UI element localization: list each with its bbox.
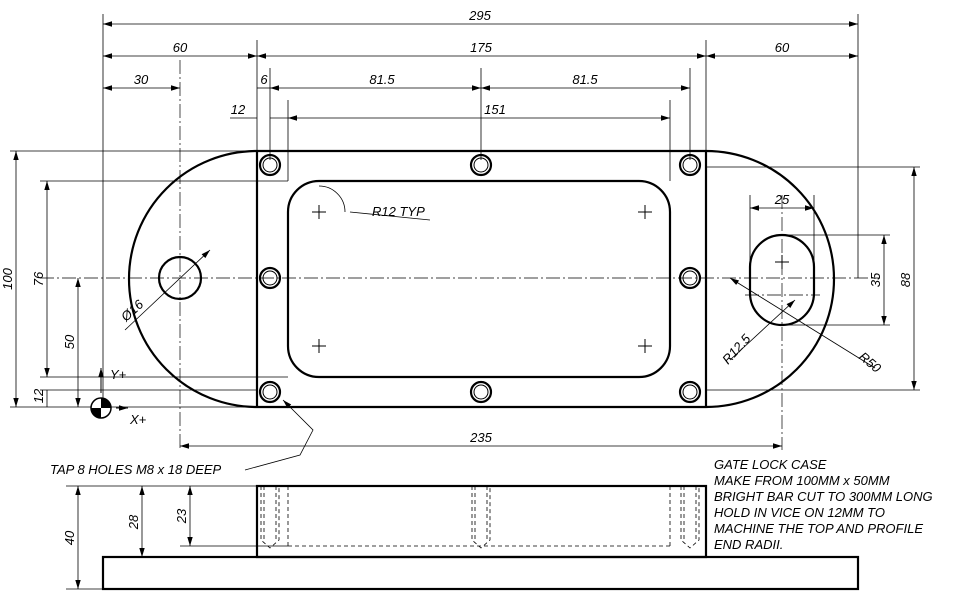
dim-295: 295 bbox=[468, 8, 491, 23]
hidden-tapped-hole bbox=[471, 486, 491, 549]
dim-40: 40 bbox=[62, 530, 77, 545]
hidden-tapped-hole bbox=[260, 486, 280, 549]
dim-r12-5: R12.5 bbox=[719, 331, 754, 367]
machining-notes: GATE LOCK CASE MAKE FROM 100MM x 50MM BR… bbox=[714, 457, 933, 552]
dim-12-top: 12 bbox=[231, 102, 246, 117]
dim-100: 100 bbox=[0, 267, 15, 289]
dim-60-left: 60 bbox=[173, 40, 188, 55]
dim-81-5-left: 81.5 bbox=[369, 72, 395, 87]
dim-151: 151 bbox=[484, 102, 506, 117]
pocket-corner-marks bbox=[312, 205, 789, 353]
note-line-3: BRIGHT BAR CUT TO 300MM LONG bbox=[714, 489, 933, 504]
dim-25: 25 bbox=[774, 192, 790, 207]
dim-12-left: 12 bbox=[31, 388, 46, 403]
tapped-hole bbox=[678, 380, 702, 404]
tapped-hole bbox=[469, 380, 493, 404]
dim-23: 23 bbox=[174, 508, 189, 524]
dim-81-5-right: 81.5 bbox=[572, 72, 598, 87]
dim-r12-typ: R12 TYP bbox=[372, 204, 425, 219]
dim-76: 76 bbox=[31, 271, 46, 286]
dim-60-right: 60 bbox=[775, 40, 790, 55]
tapped-holes bbox=[258, 153, 702, 404]
dim-r50: R50 bbox=[856, 349, 885, 376]
dim-88: 88 bbox=[898, 272, 913, 287]
dimension-geometry bbox=[10, 14, 920, 471]
plan-view bbox=[40, 60, 880, 450]
note-line-4: HOLD IN VICE ON 12MM TO bbox=[714, 505, 885, 520]
side-body bbox=[255, 484, 708, 559]
tap-holes-callout: TAP 8 HOLES M8 x 18 DEEP bbox=[50, 462, 222, 477]
side-view bbox=[66, 484, 860, 591]
dim-diameter-16: Ø16 bbox=[117, 296, 147, 325]
pocket bbox=[286, 179, 672, 379]
dim-6: 6 bbox=[260, 72, 268, 87]
note-line-5: MACHINE THE TOP AND PROFILE bbox=[714, 521, 923, 536]
dim-30: 30 bbox=[134, 72, 149, 87]
dim-175: 175 bbox=[470, 40, 492, 55]
part-outline bbox=[127, 149, 836, 409]
note-line-6: END RADII. bbox=[714, 537, 783, 552]
dim-50: 50 bbox=[62, 334, 77, 349]
note-line-1: GATE LOCK CASE bbox=[714, 457, 827, 472]
tapped-hole bbox=[258, 380, 282, 404]
hidden-tapped-hole bbox=[680, 486, 700, 549]
dim-235: 235 bbox=[469, 430, 492, 445]
axis-y-label: Y+ bbox=[110, 367, 127, 382]
axis-x-label: X+ bbox=[129, 412, 147, 427]
dim-35: 35 bbox=[868, 272, 883, 287]
side-hidden-holes bbox=[260, 486, 700, 549]
note-line-2: MAKE FROM 100MM x 50MM bbox=[714, 473, 890, 488]
vice-base bbox=[101, 555, 860, 591]
dim-28: 28 bbox=[126, 514, 141, 530]
